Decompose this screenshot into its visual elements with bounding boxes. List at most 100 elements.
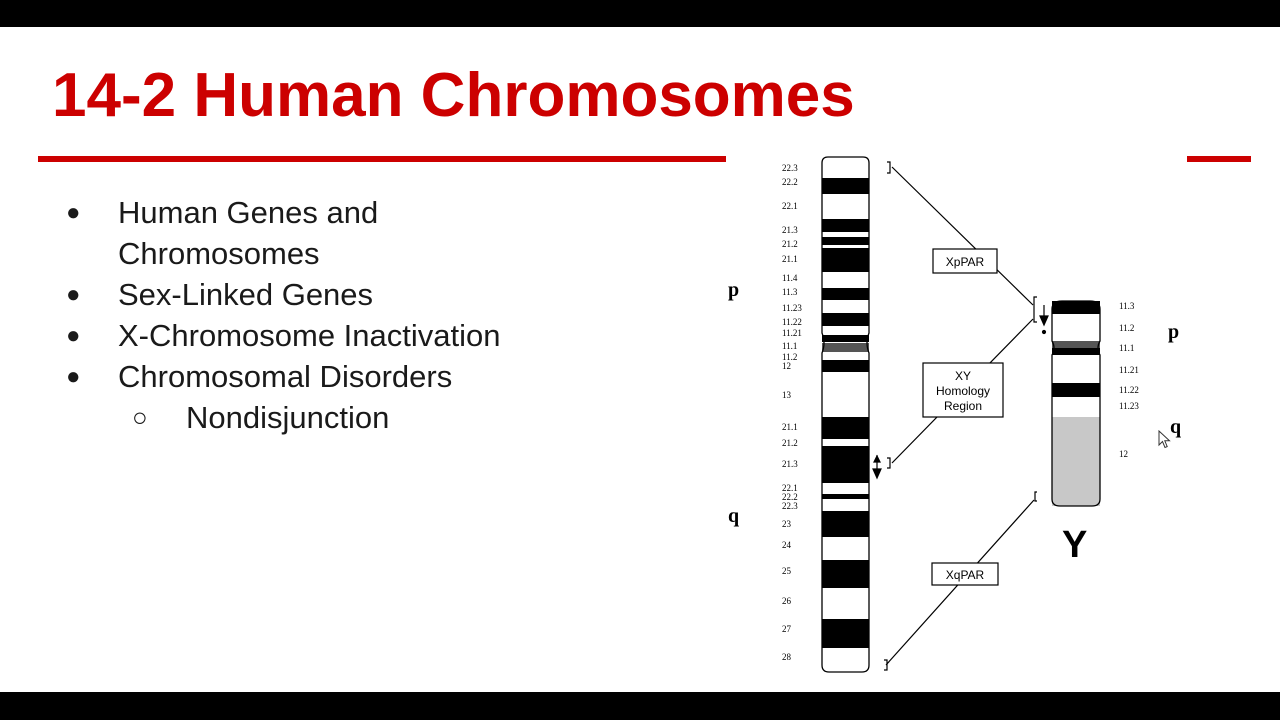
y-band (1052, 348, 1100, 355)
x-band-label: 11.3 (782, 287, 798, 297)
xqpar-box: XqPAR (931, 562, 999, 586)
bullet-item: ● Chromosomal Disorders (62, 356, 582, 397)
x-band-label: 21.3 (782, 459, 798, 469)
xppar-line (891, 166, 1034, 306)
y-arm-q-label: q (1170, 416, 1181, 438)
x-band-label: 11.21 (782, 328, 802, 338)
y-chromosome-outline (1051, 300, 1101, 507)
y-band (1052, 341, 1100, 348)
sub-bullet-item: ○ Nondisjunction (62, 397, 582, 438)
mouse-pointer-icon (1158, 430, 1171, 449)
x-band (822, 360, 869, 372)
bullet-text: Human Genes and Chromosomes (118, 195, 379, 271)
x-band (822, 446, 869, 483)
x-chromosome (821, 156, 870, 673)
x-band (822, 560, 869, 588)
homology-label-line1: XY (955, 369, 971, 383)
x-band (822, 494, 869, 499)
y-chromosome (1051, 300, 1101, 507)
x-band-label: 13 (782, 390, 792, 400)
bullet-item: ● Sex-Linked Genes (62, 274, 582, 315)
x-band-label: 11.23 (782, 303, 802, 313)
y-band-label: 11.21 (1119, 365, 1139, 375)
title-underline-left (38, 156, 726, 162)
bullet-marker: ● (66, 322, 81, 349)
x-band (822, 288, 869, 300)
xppar-label: XpPAR (946, 255, 985, 269)
y-band-label: 11.1 (1119, 343, 1134, 353)
y-lower-bracket (1034, 491, 1037, 502)
x-band-label: 21.2 (782, 239, 798, 249)
x-chromosome-outline (821, 156, 870, 673)
bullet-text: Chromosomal Disorders (118, 359, 453, 394)
xqpar-label: XqPAR (946, 568, 985, 582)
xy-chromosome-diagram: 22.322.222.121.321.221.111.411.311.2311.… (728, 156, 1181, 673)
x-band-label: 24 (782, 540, 792, 550)
x-band-label: 21.1 (782, 422, 798, 432)
x-band-label: 22.2 (782, 492, 798, 502)
slide-title: 14-2 Human Chromosomes (52, 61, 855, 130)
bullet-item: ● Human Genes and Chromosomes (62, 192, 582, 274)
homology-label-line2: Homology (936, 384, 990, 398)
bullet-marker: ● (66, 363, 81, 390)
x-band-label: 23 (782, 519, 792, 529)
x-arm-p-label: p (728, 279, 739, 301)
x-arrow-up-icon (873, 454, 881, 463)
x-arm-q-label: q (728, 505, 739, 527)
y-band-label: 11.22 (1119, 385, 1139, 395)
y-band-label: 11.2 (1119, 323, 1134, 333)
sub-bullet-marker: ○ (132, 402, 148, 432)
x-band-label: 28 (782, 652, 792, 662)
x-band (822, 511, 869, 537)
x-band-label: 25 (782, 566, 792, 576)
bullet-text: X-Chromosome Inactivation (118, 318, 501, 353)
y-band (1052, 417, 1100, 506)
y-top-bracket (1033, 296, 1037, 323)
homology-label-line3: Region (944, 399, 982, 413)
x-band-label: 12 (782, 361, 791, 371)
x-band-label: 11.2 (782, 352, 797, 362)
bullet-item: ● X-Chromosome Inactivation (62, 315, 582, 356)
y-band-label: 11.3 (1119, 301, 1135, 311)
x-bottom-bracket (884, 659, 888, 671)
y-arm-p-label: p (1168, 321, 1179, 343)
title-underline-right (1187, 156, 1251, 162)
y-band (1052, 383, 1100, 397)
y-band-label: 11.23 (1119, 401, 1139, 411)
x-mid-bracket (887, 457, 891, 469)
x-band-label: 22.1 (782, 483, 798, 493)
x-band (822, 237, 869, 245)
x-band-label: 21.1 (782, 254, 798, 264)
x-band-label: 26 (782, 596, 792, 606)
x-band-label: 27 (782, 624, 792, 634)
x-band (822, 343, 869, 352)
x-band (822, 313, 869, 326)
bullet-marker: ● (66, 281, 81, 308)
xppar-box: XpPAR (932, 248, 998, 274)
homology-box: XY Homology Region (922, 362, 1004, 418)
x-band (822, 619, 869, 648)
x-band (822, 219, 869, 232)
bullet-text: Sex-Linked Genes (118, 277, 374, 312)
slide: 14-2 Human Chromosomes ● Human Genes and … (0, 27, 1280, 692)
arrow-markers (872, 305, 1049, 480)
x-top-bracket (887, 161, 891, 174)
x-band (822, 417, 869, 439)
x-band-label: 22.2 (782, 177, 798, 187)
x-band-label: 22.3 (782, 501, 798, 511)
x-arrow-down-icon (872, 468, 882, 480)
x-band-label: 22.1 (782, 201, 798, 211)
x-band (822, 335, 869, 342)
bullet-marker: ● (66, 199, 81, 226)
x-band-label: 11.4 (782, 273, 798, 283)
x-band (822, 248, 869, 272)
bullet-list: ● Human Genes and Chromosomes ● Sex-Linked… (62, 192, 582, 438)
x-band-label: 11.22 (782, 317, 802, 327)
y-chromosome-label: Y (1062, 524, 1087, 566)
x-band-label: 21.2 (782, 438, 798, 448)
y-band-label: 12 (1119, 449, 1128, 459)
y-arrow-dot (1041, 329, 1047, 335)
x-band (822, 178, 869, 194)
x-band-label: 22.3 (782, 163, 798, 173)
sub-bullet-text: Nondisjunction (186, 400, 390, 435)
